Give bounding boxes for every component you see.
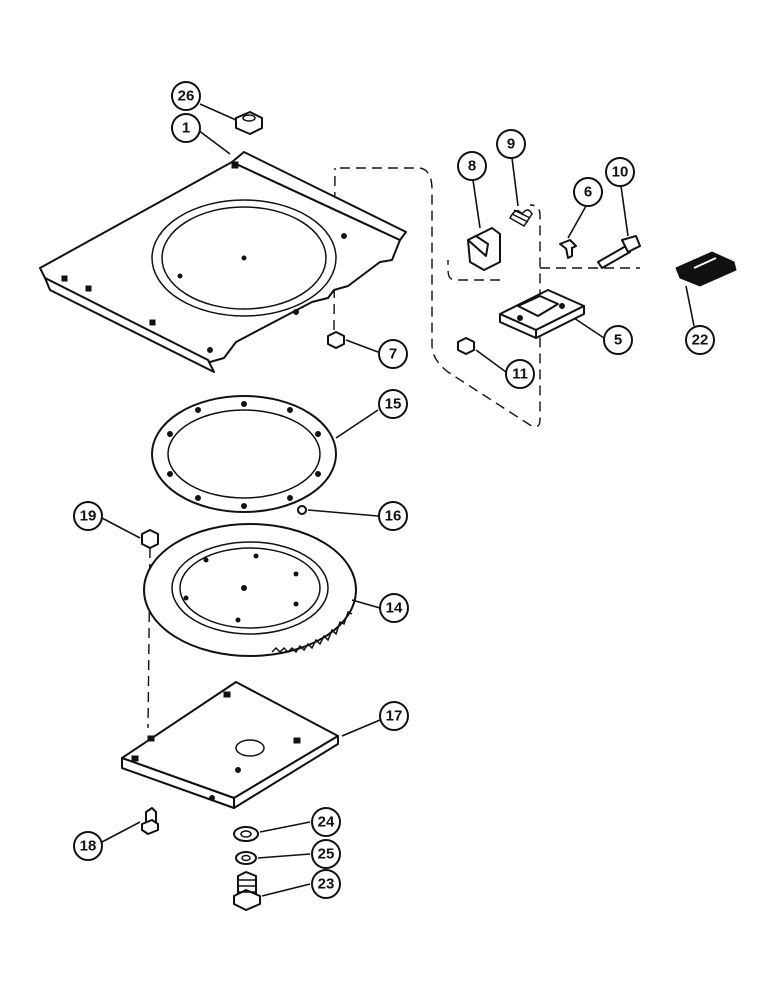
callout-23-label: 23: [318, 876, 335, 893]
washer-24: [233, 826, 259, 842]
callout-7: 7: [378, 339, 408, 369]
nut-19: [141, 529, 159, 549]
bracket-5: [499, 289, 585, 339]
callout-9: 9: [496, 129, 526, 159]
callout-24-label: 24: [318, 814, 335, 831]
gear-ring-14: [143, 523, 357, 657]
callout-5: 5: [603, 325, 633, 355]
callout-26: 26: [171, 81, 201, 111]
callout-11-label: 11: [512, 366, 528, 383]
nut-7: [327, 331, 345, 349]
callout-16-label: 16: [385, 508, 402, 525]
callout-1: 1: [171, 113, 201, 143]
callout-18: 18: [73, 831, 103, 861]
callout-10: 10: [605, 157, 635, 187]
callout-6: 6: [573, 177, 603, 207]
callout-15: 15: [378, 389, 408, 419]
upper-seat-plate: [39, 151, 407, 373]
callout-26-label: 26: [178, 88, 195, 105]
callout-17-label: 17: [386, 708, 403, 725]
callout-22-label: 22: [692, 332, 709, 349]
leader-lines: [101, 103, 695, 897]
callout-10-label: 10: [612, 164, 629, 181]
bearing-ring-15: [151, 395, 337, 513]
cap-22: [675, 251, 737, 287]
callout-25-label: 25: [318, 846, 335, 863]
callout-5-label: 5: [614, 332, 622, 349]
callout-15-label: 15: [385, 396, 402, 413]
bolt-10: [597, 235, 641, 269]
lower-mount-plate: [121, 681, 339, 809]
nut-11: [457, 337, 475, 355]
callout-14: 14: [379, 593, 409, 623]
ball-16: [297, 505, 307, 515]
callout-24: 24: [311, 807, 341, 837]
callout-16: 16: [378, 501, 408, 531]
callout-8-label: 8: [468, 158, 476, 175]
callout-19-label: 19: [80, 508, 97, 525]
callout-6-label: 6: [584, 184, 592, 201]
callout-25: 25: [311, 839, 341, 869]
callout-9-label: 9: [507, 136, 515, 153]
callout-22: 22: [685, 325, 715, 355]
callout-1-label: 1: [182, 120, 190, 137]
callout-19: 19: [73, 501, 103, 531]
stud-bolt-23: [233, 871, 261, 911]
callout-18-label: 18: [80, 838, 97, 855]
callout-17: 17: [379, 701, 409, 731]
callout-23: 23: [311, 869, 341, 899]
callout-8: 8: [457, 151, 487, 181]
latch-8: [467, 227, 501, 271]
bolt-6: [559, 239, 577, 259]
bolt-18: [141, 807, 159, 835]
callout-7-label: 7: [389, 346, 397, 363]
callout-14-label: 14: [386, 600, 403, 617]
nut-26: [235, 111, 263, 135]
lock-washer-25: [235, 851, 257, 865]
callout-11: 11: [505, 359, 535, 389]
spring-9: [509, 209, 533, 227]
